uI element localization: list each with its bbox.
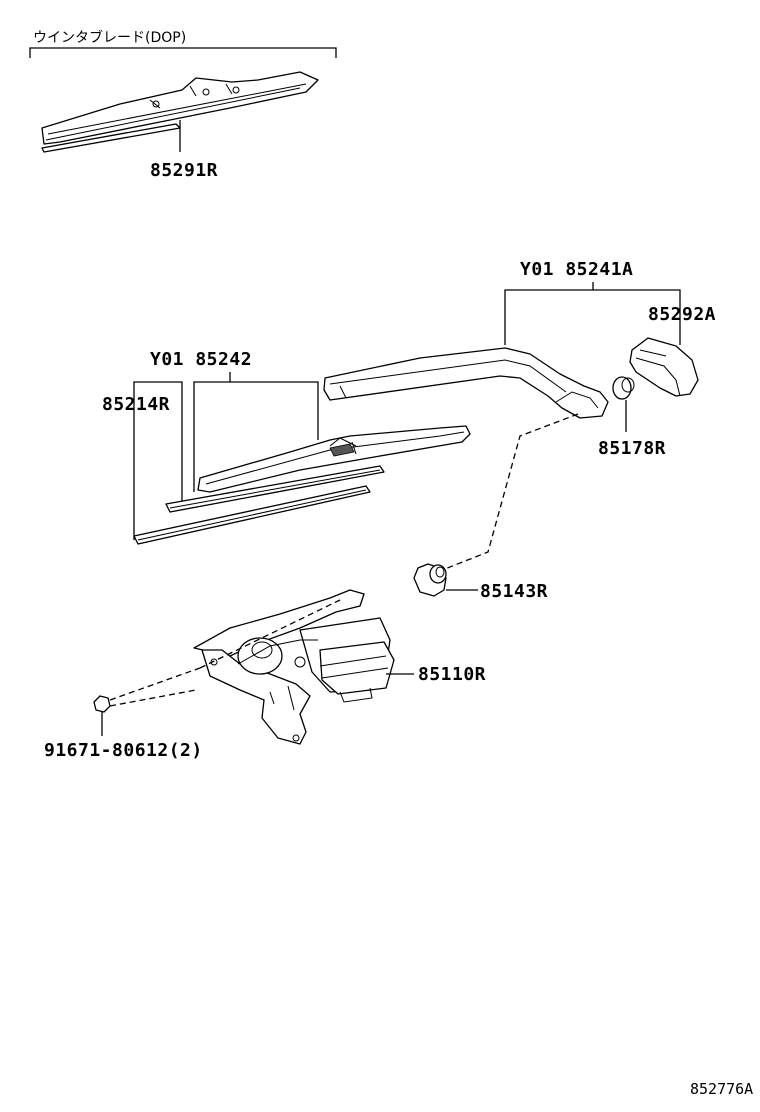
winter-blade-part: 85291R (41, 71, 319, 181)
bolt-91671: 91671-80612(2) (44, 599, 341, 761)
arm-cap-part (629, 337, 699, 397)
winter-blade-note: ウインタブレード(DOP) (33, 29, 186, 46)
label-85292A: 85292A (648, 304, 716, 325)
winter-blade-group: ウインタブレード(DOP) (29, 29, 337, 58)
wiper-motor-part: 85110R (193, 589, 486, 745)
label-91671: 91671-80612(2) (44, 740, 203, 761)
arm-group: Y01 85241A 85292A (504, 259, 716, 345)
seal-85143R: 85143R (413, 563, 548, 602)
wiper-blade-part (165, 425, 471, 513)
label-85110R: 85110R (418, 664, 486, 685)
label-85143R: 85143R (480, 581, 548, 602)
wiper-arm-part (323, 347, 609, 419)
nut-85178R: 85178R (598, 376, 666, 459)
label-85214R: 85214R (102, 394, 170, 415)
label-85291R: 85291R (150, 160, 218, 181)
label-85241A: Y01 85241A (520, 259, 633, 280)
blade-group: Y01 85242 85214R (102, 349, 319, 540)
rubber-refill-part (133, 485, 371, 545)
label-85178R: 85178R (598, 438, 666, 459)
figure-id: 852776A (690, 1080, 753, 1098)
label-85242: Y01 85242 (150, 349, 252, 370)
